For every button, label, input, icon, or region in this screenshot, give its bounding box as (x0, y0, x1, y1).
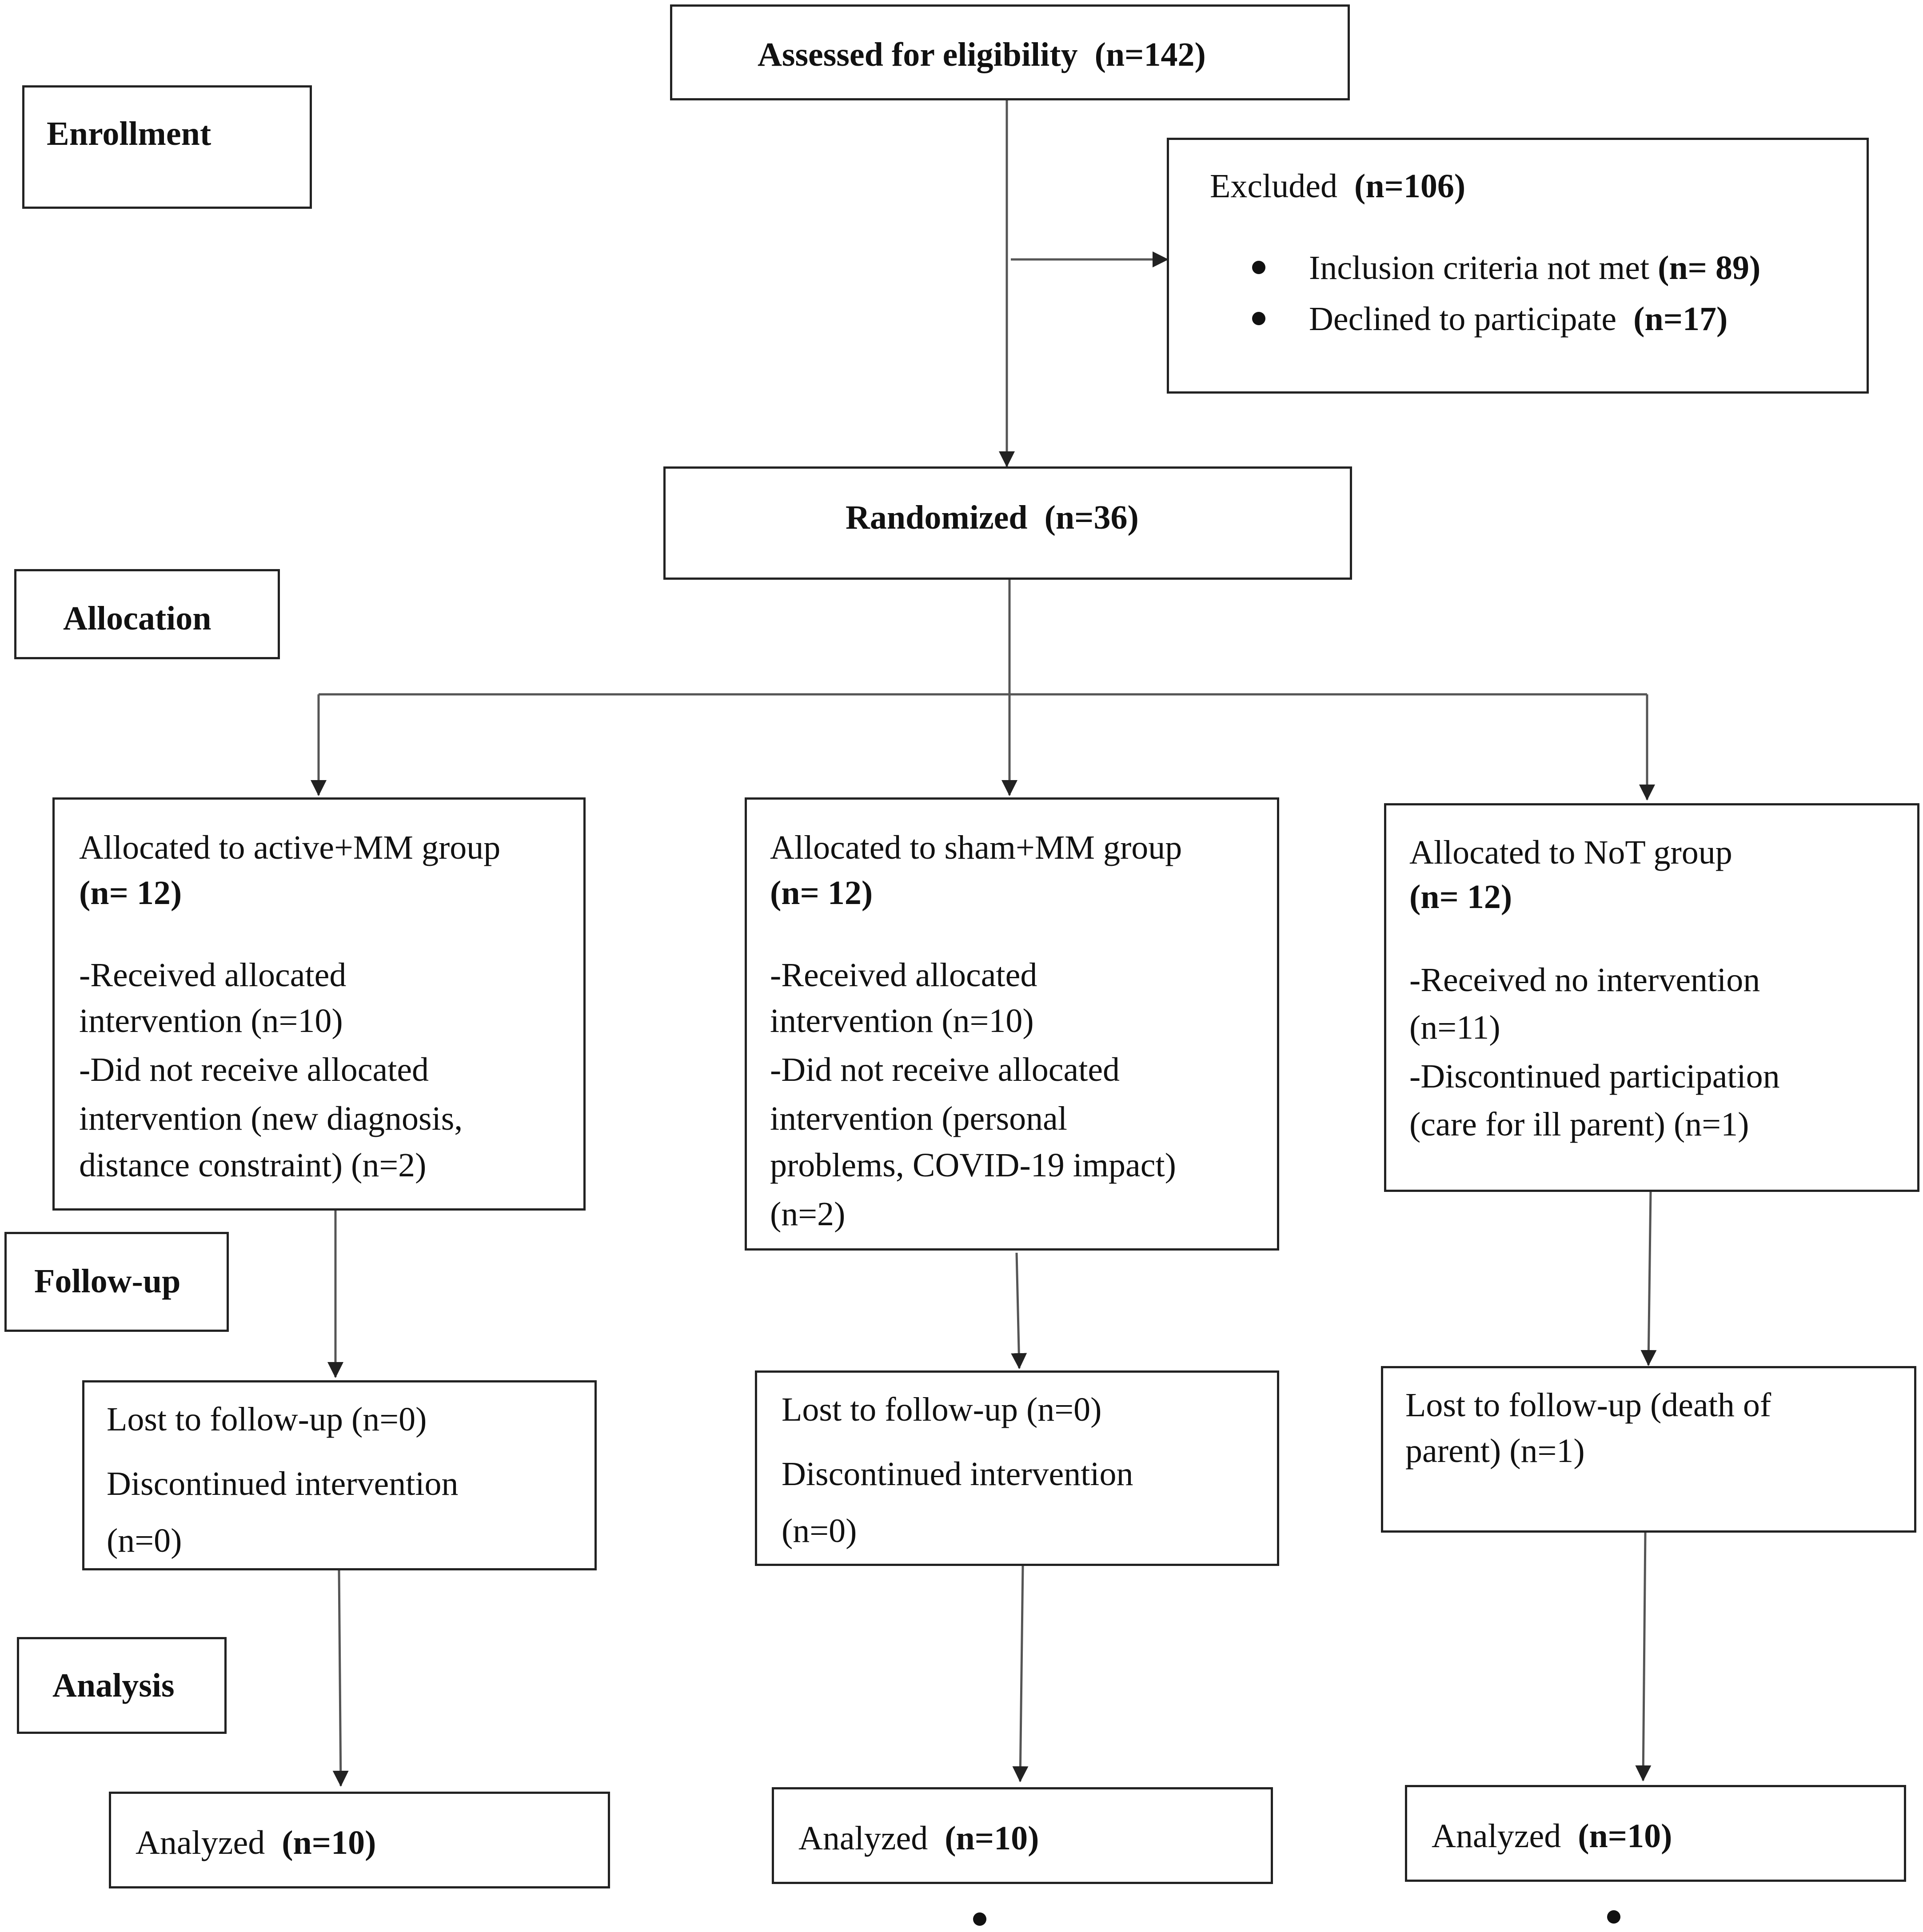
stage-analysis-box: Analysis (17, 1637, 227, 1734)
bullet-icon (1252, 312, 1265, 325)
excluded-reason-2-count: (n=17) (1633, 300, 1728, 338)
stage-allocation-label: Allocation (63, 600, 211, 637)
allocation-count: (n= 12) (770, 874, 873, 912)
excluded-reason-1-label: Inclusion criteria not met (1309, 249, 1650, 287)
allocation-detail: -Discontinued participation (1409, 1058, 1780, 1095)
followup-line: (n=0) (782, 1512, 857, 1550)
excluded-count: (n=106) (1354, 167, 1466, 205)
analyzed-text: Analyzed (n=10) (136, 1826, 376, 1860)
excluded-reason-2: Declined to participate (n=17) (1309, 302, 1728, 336)
stage-followup-box: Follow-up (4, 1232, 229, 1332)
assessed-box: Assessed for eligibility (n=142) (670, 4, 1350, 100)
allocation-label: Allocated to active+MM group (79, 829, 501, 866)
analyzed-count: (n=10) (945, 1820, 1039, 1857)
allocation-box-not: Allocated to NoT group (n= 12) -Received… (1384, 803, 1919, 1192)
excluded-reason-1-count: (n= 89) (1658, 249, 1761, 287)
followup-line: parent) (n=1) (1405, 1432, 1585, 1470)
randomized-text: Randomized (n=36) (846, 501, 1139, 534)
followup-line: Discontinued intervention (782, 1455, 1133, 1493)
allocation-detail: -Received no intervention (1409, 961, 1760, 999)
randomized-count: (n=36) (1044, 499, 1139, 536)
allocation-label: Allocated to sham+MM group (770, 829, 1182, 866)
allocation-detail: problems, COVID-19 impact) (770, 1147, 1176, 1184)
analyzed-box-sham-mm: Analyzed (n=10) (772, 1787, 1273, 1884)
allocation-detail: intervention (new diagnosis, (79, 1100, 463, 1137)
analyzed-text: Analyzed (n=10) (798, 1821, 1039, 1855)
followup-box-active-mm: Lost to follow-up (n=0) Discontinued int… (82, 1380, 597, 1570)
assessed-count: (n=142) (1094, 36, 1206, 73)
analyzed-label: Analyzed (798, 1820, 928, 1857)
allocation-detail: intervention (n=10) (79, 1002, 343, 1040)
followup-box-not: Lost to follow-up (death of parent) (n=1… (1381, 1366, 1916, 1533)
assessed-label: Assessed for eligibility (758, 36, 1078, 73)
randomized-box: Randomized (n=36) (663, 466, 1352, 580)
analyzed-label: Analyzed (136, 1824, 265, 1861)
arrow-group-2-analysis (1012, 1566, 1029, 1782)
analyzed-count: (n=10) (1578, 1817, 1672, 1855)
followup-line: Discontinued intervention (107, 1465, 459, 1502)
arrow-group-1-analysis (332, 1570, 349, 1787)
allocation-detail: -Received allocated (79, 956, 347, 994)
bullet-icon (1252, 261, 1265, 274)
allocation-detail: intervention (personal (770, 1100, 1068, 1137)
allocation-count: (n= 12) (79, 874, 182, 912)
allocation-detail: -Did not receive allocated (79, 1051, 429, 1088)
followup-line: Lost to follow-up (n=0) (782, 1391, 1102, 1428)
analyzed-box-not: Analyzed (n=10) (1405, 1785, 1906, 1882)
allocation-detail: intervention (n=10) (770, 1002, 1034, 1040)
assessed-text: Assessed for eligibility (n=142) (758, 38, 1206, 72)
stage-followup-label: Follow-up (34, 1263, 181, 1300)
analyzed-count: (n=10) (282, 1824, 376, 1861)
allocation-label: Allocated to NoT group (1409, 834, 1732, 871)
allocation-detail: -Received allocated (770, 956, 1037, 994)
excluded-box: Excluded (n=106) Inclusion criteria not … (1167, 138, 1869, 394)
followup-box-sham-mm: Lost to follow-up (n=0) Discontinued int… (755, 1370, 1279, 1566)
stage-enrollment-label: Enrollment (47, 115, 211, 152)
stage-analysis-label: Analysis (52, 1667, 175, 1704)
followup-line: Lost to follow-up (n=0) (107, 1401, 427, 1438)
followup-line: Lost to follow-up (death of (1405, 1386, 1771, 1424)
excluded-title: Excluded (n=106) (1210, 169, 1465, 203)
randomized-label: Randomized (846, 499, 1028, 536)
analyzed-box-active-mm: Analyzed (n=10) (109, 1792, 610, 1888)
excluded-reason-1: Inclusion criteria not met (n= 89) (1309, 251, 1760, 285)
analyzed-label: Analyzed (1432, 1817, 1561, 1855)
arrow-group-3-followup (1640, 1191, 1657, 1366)
allocation-detail: (care for ill parent) (n=1) (1409, 1106, 1749, 1143)
allocation-detail: (n=2) (770, 1195, 846, 1233)
analyzed-text: Analyzed (n=10) (1432, 1819, 1672, 1853)
excluded-label: Excluded (1210, 167, 1338, 205)
allocation-box-active-mm: Allocated to active+MM group (n= 12) -Re… (52, 797, 586, 1211)
followup-line: (n=0) (107, 1522, 182, 1559)
allocation-detail: distance constraint) (n=2) (79, 1147, 427, 1184)
stage-allocation-box: Allocation (14, 569, 280, 659)
allocation-detail: (n=11) (1409, 1009, 1500, 1046)
allocation-detail: -Did not receive allocated (770, 1051, 1120, 1088)
excluded-reason-2-label: Declined to participate (1309, 300, 1617, 338)
stage-enrollment-box: Enrollment (22, 85, 312, 209)
allocation-box-sham-mm: Allocated to sham+MM group (n= 12) -Rece… (745, 797, 1279, 1251)
allocation-count: (n= 12) (1409, 878, 1512, 916)
arrow-group-3-analysis (1635, 1532, 1652, 1781)
bullet-icon (1607, 1910, 1620, 1924)
bullet-icon (973, 1912, 986, 1926)
arrow-group-2-followup (1011, 1252, 1027, 1369)
